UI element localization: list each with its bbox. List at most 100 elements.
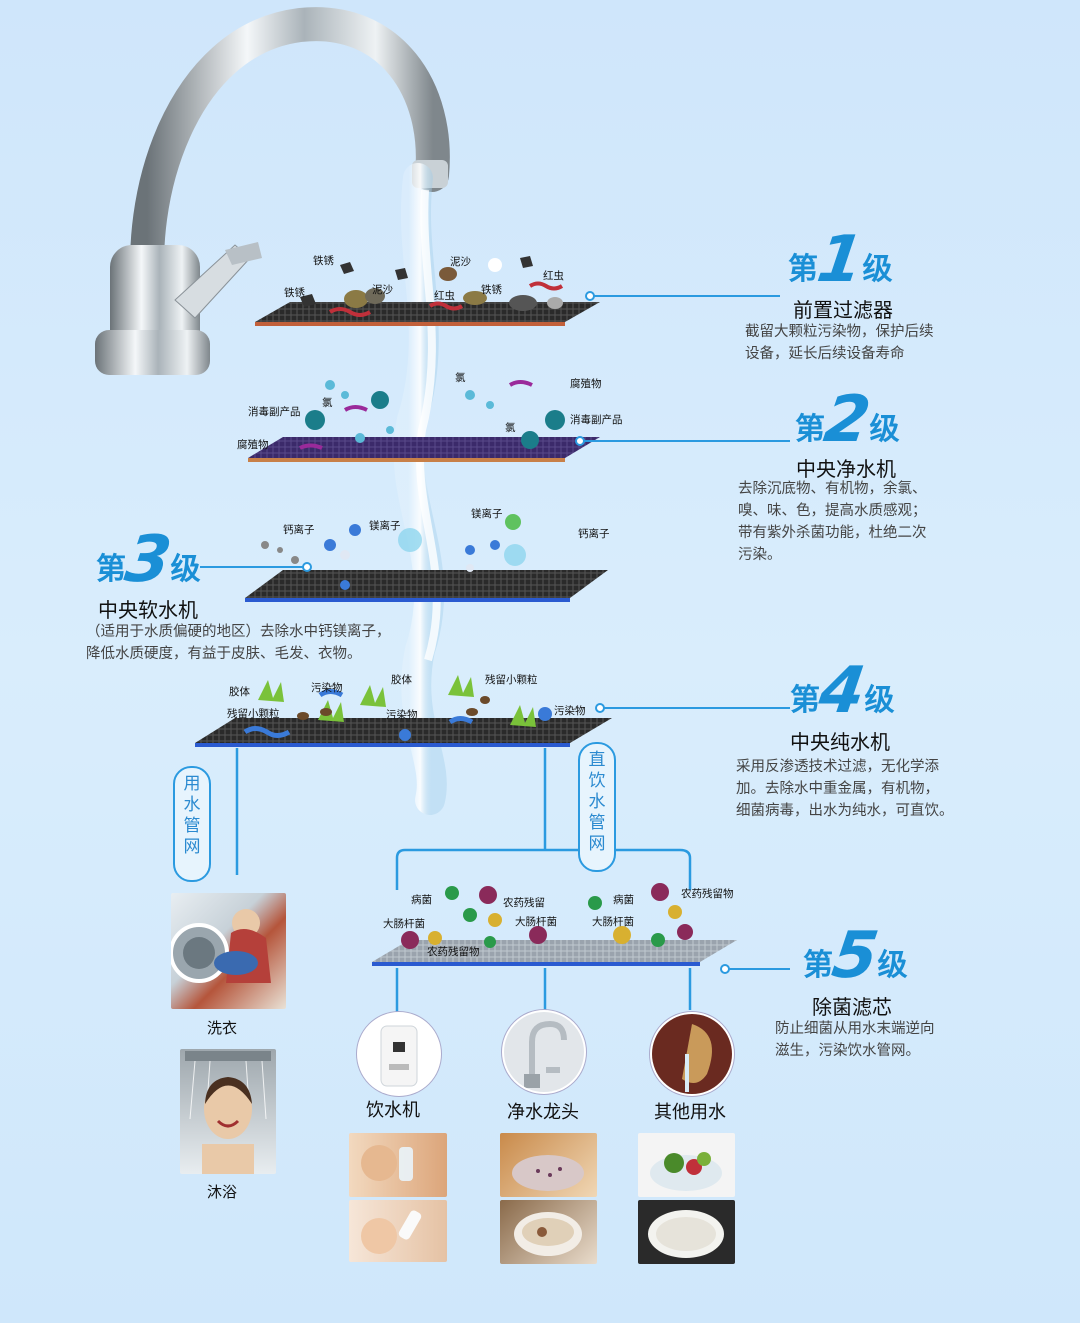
cooking-photo-1-art: [512, 1155, 584, 1191]
stage-5-ji: 级: [877, 948, 908, 983]
contaminant-label: 消毒副产品: [570, 414, 623, 426]
pipe-network-label-drinking: 直 饮 水 管 网: [578, 742, 616, 872]
contaminant-label: 泥沙: [450, 256, 471, 268]
stage-5-desc-line: 滋生，污染饮水管网。: [775, 1043, 920, 1059]
contaminant-label: 红虫: [434, 290, 455, 302]
drinking-photo-2-art: [361, 1210, 422, 1254]
stage-1-ji: 级: [862, 252, 893, 287]
stage2-particles: [299, 380, 565, 450]
stage-3-description: （适用于水质偏硬的地区）去除水中钙镁离子， 降低水质硬度，有益于皮肤、毛发、衣物…: [86, 621, 391, 665]
contaminant-label: 红虫: [543, 270, 564, 282]
stage-1-number: 1: [812, 223, 868, 297]
stage-1-name: 前置过滤器: [793, 298, 893, 322]
laundry-photo-art: [171, 909, 271, 983]
contaminant-label: 消毒副产品: [248, 406, 301, 418]
stage-2-desc-line: 去除沉底物、有机物，余氯、: [738, 481, 927, 497]
laundry-label: 洗衣: [207, 1019, 238, 1037]
stage-2-name: 中央净水机: [796, 457, 896, 481]
pipe-label-char: 用: [183, 774, 201, 794]
contaminant-label: 镁离子: [369, 520, 401, 532]
contaminant-label: 泥沙: [372, 284, 393, 296]
contaminant-label: 氯: [505, 422, 516, 434]
stage-4-name: 中央纯水机: [790, 730, 890, 754]
contaminant-label: 腐殖物: [237, 439, 269, 451]
pipe-network-label-use: 用 水 管 网: [173, 766, 211, 882]
pipe-label-char: 饮: [588, 771, 606, 791]
stage-4-desc-line: 采用反渗透技术过滤，无化学添: [736, 759, 939, 775]
laundry-photo: [171, 893, 286, 1009]
contaminant-label: 病菌: [613, 894, 634, 906]
rice-art: [648, 1210, 724, 1258]
stage-2-desc-line: 污染。: [738, 547, 782, 563]
stage-1-heading: 第1级: [788, 223, 893, 297]
contaminant-label: 铁锈: [481, 284, 502, 296]
drinking-photo-1-art: [361, 1145, 413, 1181]
other-water-photo: [650, 1012, 734, 1096]
stage-1-desc-line: 截留大颗粒污染物，保护后续: [745, 324, 934, 340]
drinking-photo-1: [349, 1133, 447, 1197]
stage-5-number: 5: [827, 919, 883, 993]
stage-5-desc-line: 防止细菌从用水末端逆向: [775, 1021, 935, 1037]
stage-2-desc-line: 带有紫外杀菌功能，杜绝二次: [738, 525, 927, 541]
contaminant-label: 污染物: [554, 705, 586, 717]
contaminant-label: 农药残留: [503, 897, 545, 909]
stage4-particles: [243, 675, 552, 741]
filter-plate-3: [245, 570, 608, 602]
washing-vegetables-photo: [638, 1133, 735, 1197]
other-water-label: 其他用水: [654, 1102, 726, 1123]
stage3-particles: [261, 514, 526, 590]
stage-1-description: 截留大颗粒污染物，保护后续 设备，延长后续设备寿命: [745, 321, 934, 365]
pipe-label-char: 网: [588, 834, 606, 854]
stage-3-ji: 级: [170, 552, 201, 587]
contaminant-label: 大肠杆菌: [592, 916, 634, 928]
stage-4-desc-line: 加。去除水中重金属，有机物，: [736, 781, 939, 797]
contaminant-label: 铁锈: [313, 255, 334, 267]
contaminant-label: 病菌: [411, 894, 432, 906]
contaminant-label: 农药残留物: [427, 946, 480, 958]
contaminant-label: 污染物: [386, 709, 418, 721]
vegetables-art: [650, 1152, 722, 1191]
faucet-illustration: [95, 7, 450, 375]
cooking-photo-2: [500, 1200, 597, 1264]
pipe-label-char: 管: [588, 813, 606, 833]
contaminant-label: 残留小颗粒: [227, 708, 280, 720]
contaminant-label: 胶体: [391, 674, 412, 686]
purified-faucet-art: [504, 1012, 584, 1092]
stage-1-di: 第: [788, 252, 818, 287]
stage-3-heading: 第3级: [96, 523, 201, 597]
stage-4-heading: 第4级: [790, 654, 895, 728]
stage1-particles: [300, 256, 564, 317]
shower-photo-art: [185, 1051, 271, 1174]
stage-2-desc-line: 嗅、味、色，提高水质感观；: [738, 503, 927, 519]
water-dispenser-photo: [357, 1012, 441, 1096]
rice-washing-photo: [638, 1200, 735, 1264]
other-water-art: [652, 1014, 732, 1094]
filter-plate-2: [248, 437, 600, 462]
shower-label: 沐浴: [207, 1183, 238, 1201]
faucet-label: 净水龙头: [507, 1102, 579, 1123]
drinking-photo-2: [349, 1200, 447, 1262]
stage-4-ji: 级: [864, 683, 895, 718]
stage-3-desc-line: （适用于水质偏硬的地区）去除水中钙镁离子，: [86, 624, 391, 640]
cooking-photo-1: [500, 1133, 597, 1197]
contaminant-label: 胶体: [229, 686, 250, 698]
stage-1-desc-line: 设备，延长后续设备寿命: [745, 346, 905, 362]
stage-4-description: 采用反渗透技术过滤，无化学添 加。去除水中重金属，有机物， 细菌病毒，出水为纯水…: [736, 756, 954, 822]
contaminant-label: 氯: [455, 372, 466, 384]
contaminant-label: 铁锈: [284, 287, 305, 299]
stage-3-desc-line: 降低水质硬度，有益于皮肤、毛发、衣物。: [86, 646, 362, 662]
stage-2-description: 去除沉底物、有机物，余氯、 嗅、味、色，提高水质感观； 带有紫外杀菌功能，杜绝二…: [738, 478, 927, 566]
contaminant-label: 腐殖物: [570, 378, 602, 390]
contaminant-label: 残留小颗粒: [485, 674, 538, 686]
contaminant-label: 钙离子: [578, 528, 610, 540]
dispenser-label: 饮水机: [366, 1100, 420, 1121]
stage-2-ji: 级: [869, 412, 900, 447]
stage-2-heading: 第2级: [795, 383, 900, 457]
stage-2-number: 2: [819, 383, 875, 457]
stage-4-di: 第: [790, 683, 820, 718]
contaminant-label: 污染物: [311, 682, 343, 694]
pipe-label-char: 网: [183, 837, 201, 857]
stage-2-di: 第: [795, 412, 825, 447]
contaminant-label: 氯: [322, 397, 333, 409]
